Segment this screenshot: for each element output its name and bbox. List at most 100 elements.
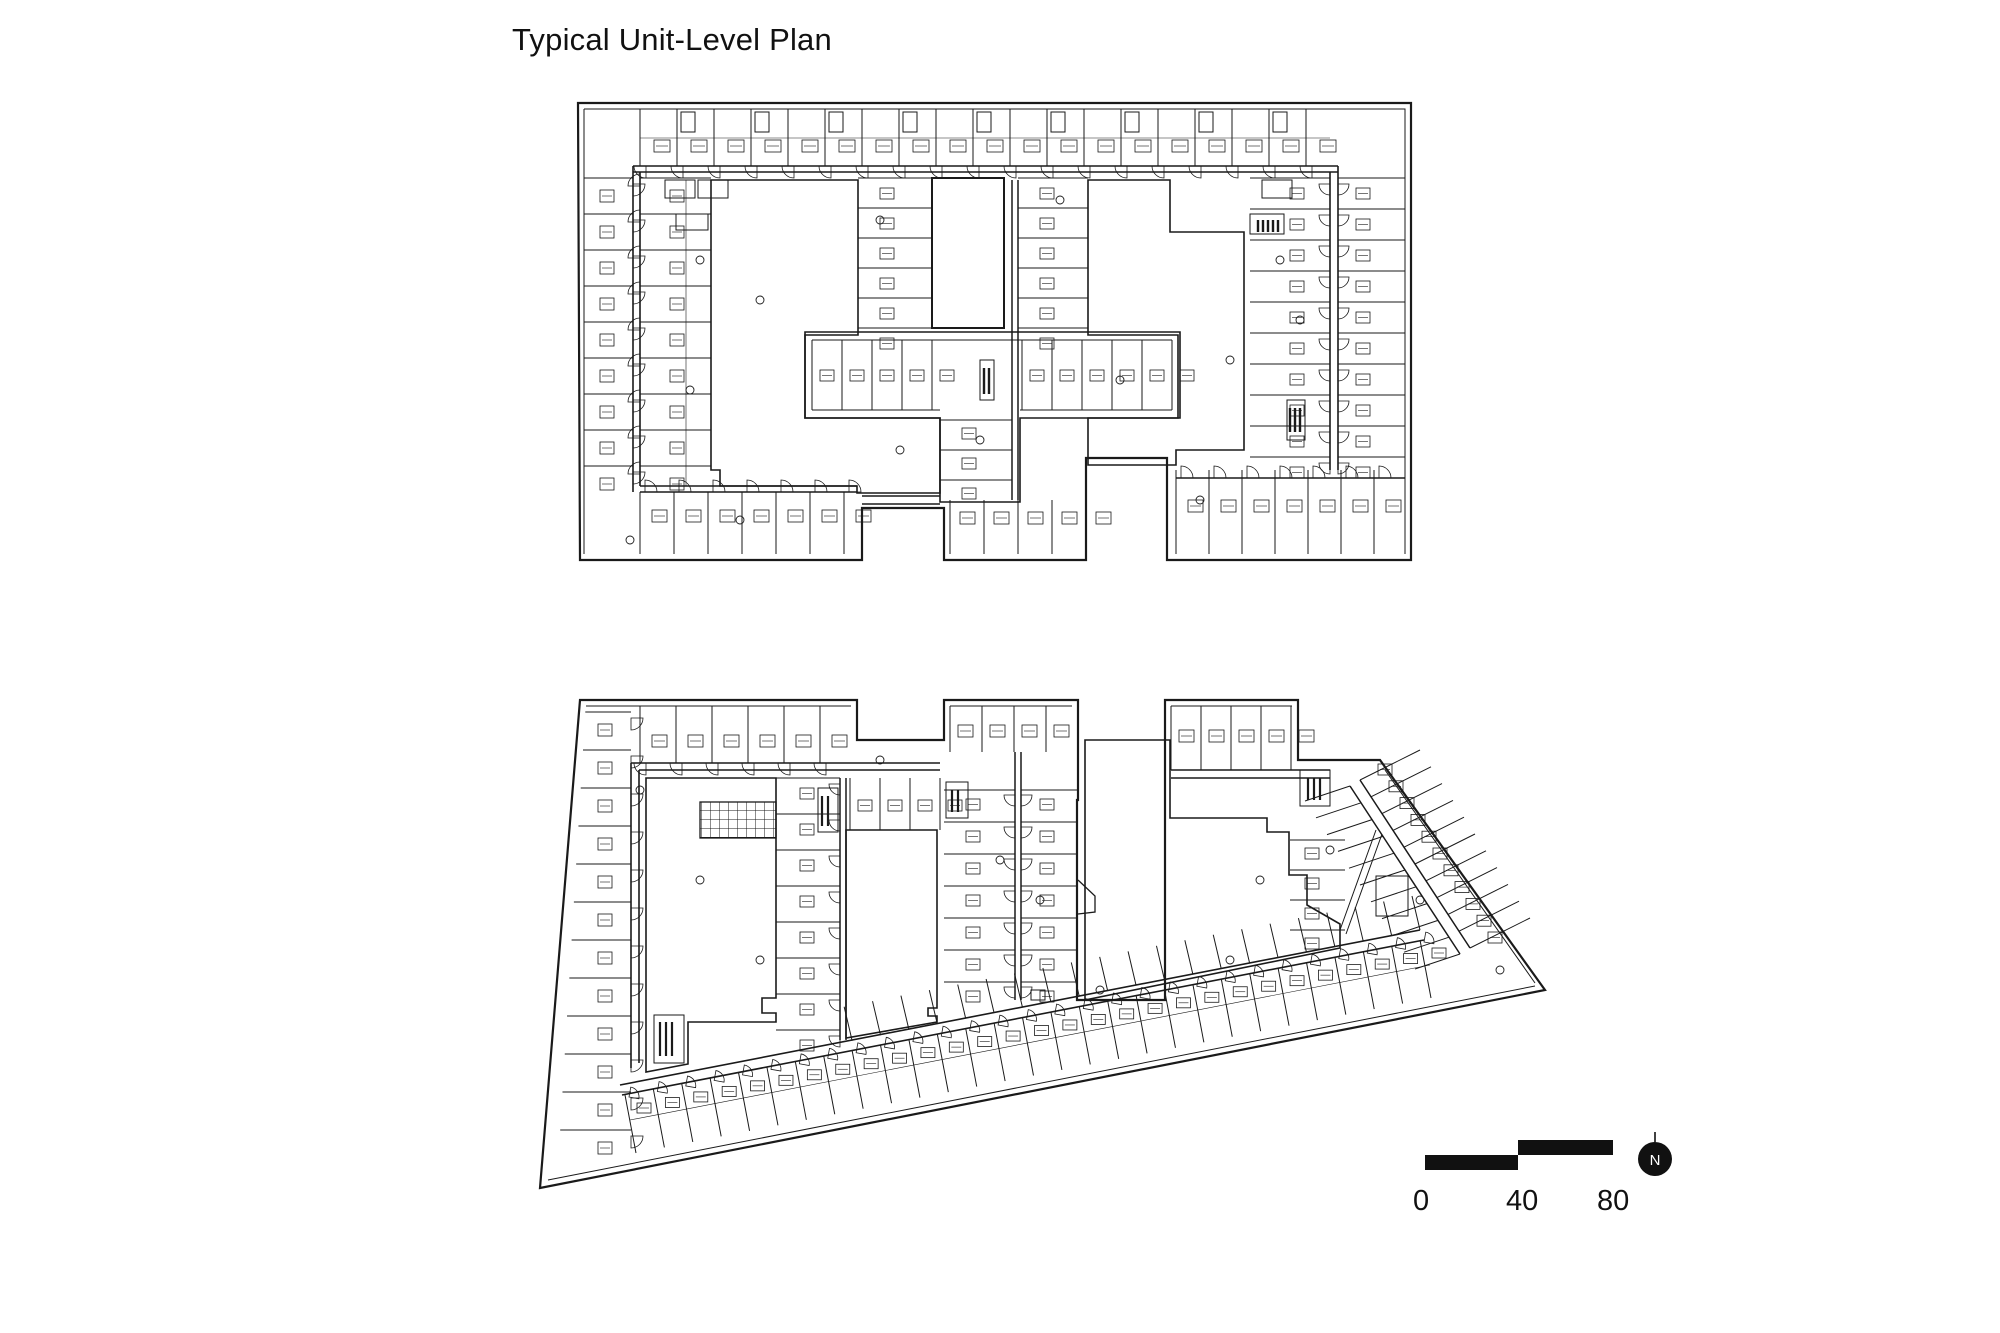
door-swing	[1003, 858, 1016, 871]
door-swing	[828, 999, 841, 1012]
door-swing	[633, 762, 647, 776]
door-swing	[855, 1042, 867, 1055]
door-swing	[1111, 992, 1123, 1006]
door-swing	[1318, 462, 1331, 475]
door-swing	[1020, 954, 1033, 967]
door-swing	[632, 219, 646, 233]
door-swing	[627, 389, 641, 403]
page-title: Typical Unit-Level Plan	[512, 22, 832, 57]
door-swing	[1003, 165, 1017, 179]
door-swing	[1224, 970, 1236, 983]
door-swing	[1337, 214, 1350, 227]
door-swing	[1003, 890, 1016, 903]
door-swing	[1253, 964, 1265, 978]
door-swing	[912, 1031, 924, 1044]
door-swing	[630, 945, 644, 959]
door-swing	[1246, 465, 1260, 479]
door-swing	[1020, 986, 1033, 999]
north-arrow-label: N	[1650, 1152, 1661, 1169]
door-swing	[632, 399, 646, 413]
door-swing	[1020, 858, 1033, 871]
door-swing	[848, 479, 862, 493]
lower-building-plan	[538, 698, 1547, 1190]
door-swing	[1318, 431, 1331, 444]
door-swing	[1395, 937, 1406, 950]
door-swing	[742, 1064, 753, 1078]
door-swing	[627, 425, 641, 439]
door-swing	[1054, 1003, 1066, 1017]
door-swing	[632, 471, 646, 485]
door-swing	[813, 762, 827, 776]
door-swing	[630, 1135, 644, 1149]
scale-bar-segment-1	[1425, 1155, 1518, 1170]
door-swing	[630, 1097, 644, 1111]
door-swing	[1003, 794, 1016, 807]
scale-label-80: 80	[1597, 1185, 1630, 1217]
door-swing	[1338, 948, 1350, 961]
door-swing	[627, 317, 641, 331]
door-swing	[1020, 890, 1033, 903]
door-swing	[669, 762, 683, 776]
door-swing	[1318, 369, 1331, 382]
door-swing	[1337, 462, 1350, 475]
north-arrow-icon: N	[1638, 1132, 1672, 1176]
door-swing	[744, 165, 758, 179]
door-swing	[1318, 307, 1331, 320]
door-swing	[1318, 183, 1331, 196]
door-swing	[1151, 165, 1165, 179]
door-swing	[627, 245, 641, 259]
door-swing	[828, 1035, 841, 1048]
door-swing	[1114, 165, 1128, 179]
door-swing	[1337, 369, 1350, 382]
door-swing	[781, 165, 795, 179]
door-swing	[713, 1070, 725, 1083]
door-swing	[630, 869, 644, 883]
door-swing	[1366, 942, 1378, 956]
door-swing	[632, 435, 646, 449]
door-swing	[707, 165, 721, 179]
door-swing	[1423, 931, 1435, 945]
door-swing	[1026, 1009, 1037, 1022]
door-swing	[685, 1075, 697, 1089]
door-swing	[828, 963, 841, 976]
door-swing	[1077, 165, 1091, 179]
door-swing	[1309, 953, 1321, 967]
door-swing	[628, 1086, 640, 1100]
door-swing	[969, 1020, 981, 1033]
door-swing	[827, 1047, 839, 1061]
door-swing	[777, 762, 791, 776]
door-swing	[1378, 465, 1392, 479]
scale-bar	[1425, 1140, 1613, 1170]
door-swing	[630, 755, 644, 769]
door-swing	[630, 831, 644, 845]
door-swing	[1196, 975, 1208, 989]
door-swing	[630, 1021, 644, 1035]
door-swing	[1337, 338, 1350, 351]
door-swing	[1318, 338, 1331, 351]
door-swing	[632, 327, 646, 341]
door-swing	[1139, 987, 1151, 1000]
door-swing	[828, 927, 841, 940]
door-swing	[741, 762, 755, 776]
door-swing	[1020, 922, 1033, 935]
door-swing	[705, 762, 719, 776]
door-swing	[1337, 245, 1350, 258]
door-swing	[630, 983, 644, 997]
door-swing	[1318, 276, 1331, 289]
door-swing	[1003, 954, 1016, 967]
door-swing	[627, 461, 641, 475]
door-swing	[1281, 959, 1293, 972]
door-swing	[884, 1036, 895, 1050]
door-swing	[630, 1059, 644, 1073]
door-swing	[632, 255, 646, 269]
door-swing	[940, 1025, 952, 1039]
door-swing	[1167, 981, 1179, 995]
door-swing	[798, 1053, 810, 1066]
door-swing	[1318, 214, 1331, 227]
door-swing	[632, 363, 646, 377]
door-swing	[1020, 826, 1033, 839]
door-swing	[627, 281, 641, 295]
door-swing	[1020, 794, 1033, 807]
door-swing	[997, 1014, 1009, 1028]
door-swing	[770, 1059, 782, 1072]
